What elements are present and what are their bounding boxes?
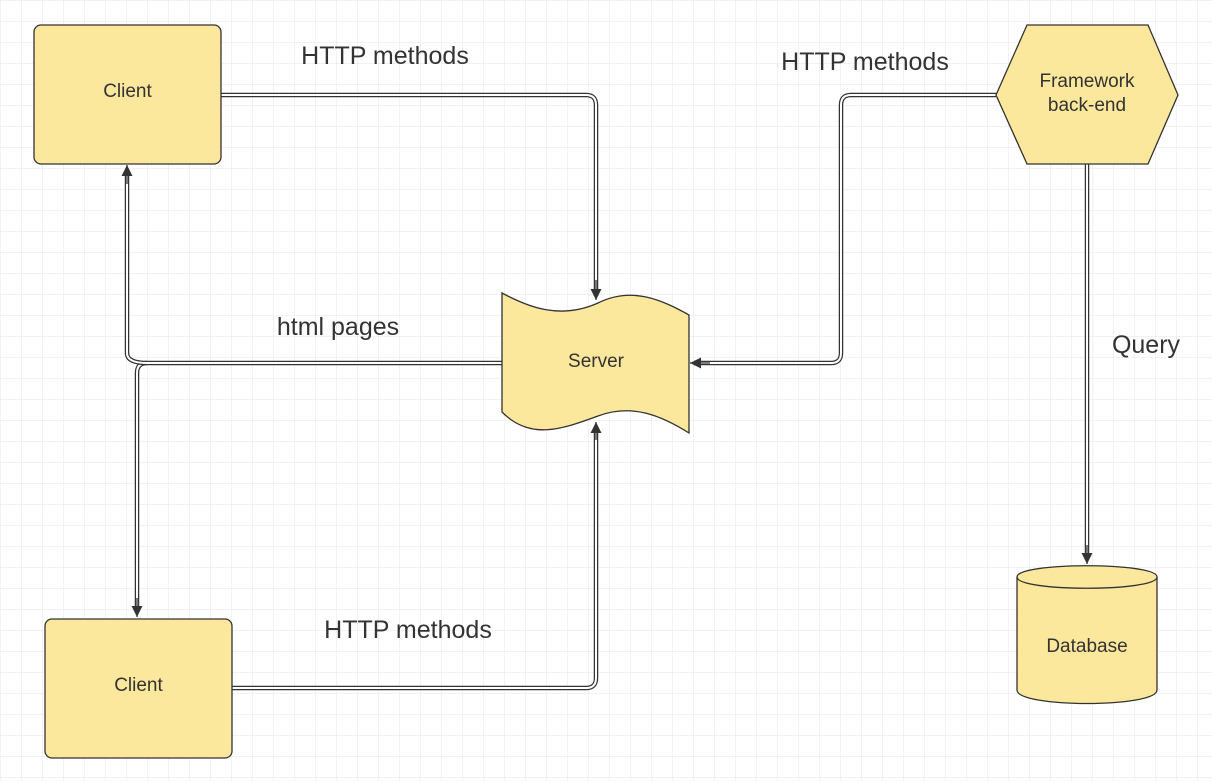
node-client-bottom[interactable]: Client [44,618,233,759]
framework-label-line1: Framework [1039,71,1135,92]
framework-label-line2: back-end [1048,95,1126,116]
connector-server-to-clients[interactable] [121,165,502,617]
node-framework-backend[interactable]: Framework back-end [995,24,1179,165]
connector-framework-to-server[interactable] [690,92,996,369]
server-label: Server [568,351,625,372]
edge-label-client-top-http: HTTP methods [301,42,469,70]
edge-label-framework-http: HTTP methods [781,48,949,76]
client-bottom-label: Client [114,675,163,696]
edge-label-query: Query [1112,331,1181,359]
node-database[interactable]: Database [1016,565,1158,705]
node-client-top[interactable]: Client [33,24,222,165]
connector-client-bottom-to-server[interactable] [232,422,602,691]
database-label: Database [1046,636,1127,657]
node-server[interactable]: Server [501,291,690,435]
connectors [121,92,1093,691]
connector-client-top-to-server[interactable] [221,92,602,300]
edge-label-html-pages: html pages [277,313,399,341]
client-top-label: Client [103,81,152,102]
edge-label-client-bottom-http: HTTP methods [324,616,492,644]
